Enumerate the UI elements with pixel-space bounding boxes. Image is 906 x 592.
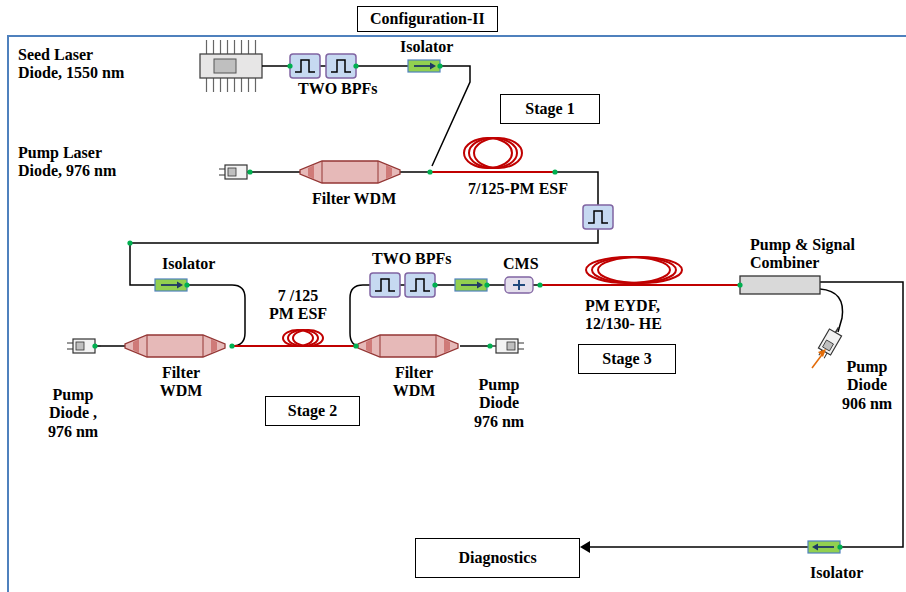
component-label: TWO BPFs: [298, 80, 378, 98]
seed-laser: [200, 40, 262, 92]
fiber-lines: [250, 171, 300, 173]
fiber-lines: [460, 345, 490, 347]
fiber-lines: [262, 65, 290, 67]
cms: [513, 280, 525, 290]
component-label: PM EYDF, 12/130- HE: [585, 297, 685, 334]
splice-dots: [92, 343, 97, 348]
component-label: Pump & Signal Combiner: [750, 236, 878, 273]
band-pass-filter: [583, 205, 613, 229]
component-label: Pump Diode 976 nm: [468, 376, 530, 431]
pointer-arrow: [818, 349, 826, 357]
component-label: CMS: [503, 255, 539, 273]
stage-label: Stage 2: [288, 402, 337, 420]
component-label: Filter WDM: [312, 190, 396, 208]
gain-fiber: [464, 138, 512, 168]
component-label: Isolator: [810, 564, 863, 582]
stage-box: Diagnostics: [415, 538, 580, 578]
splice-dots: [353, 343, 358, 348]
component-label: Isolator: [162, 255, 215, 273]
splice-dots: [537, 282, 542, 287]
gain-fiber: [592, 257, 676, 283]
cms: [505, 277, 533, 293]
splice-dots: [432, 282, 437, 287]
filter-wdm: [300, 161, 400, 183]
splice-dots: [127, 240, 132, 245]
isolator: [808, 541, 840, 553]
stage-label: Stage 1: [525, 100, 574, 118]
fiber-lines: [356, 65, 408, 67]
splice-dots: [484, 282, 489, 287]
isolator: [155, 279, 187, 291]
gain-fiber: [540, 284, 740, 286]
gain-fiber: [469, 138, 517, 168]
arrow-head: [580, 541, 590, 553]
component-label: TWO BPFs: [372, 250, 452, 268]
component-label: Seed Laser Diode, 1550 nm: [18, 46, 138, 83]
fiber-lines: [820, 282, 903, 547]
isolator: [455, 279, 487, 291]
gain-fiber: [598, 257, 682, 283]
component-label: Pump Diode 906 nm: [836, 358, 898, 413]
title-box: Configuration-II: [357, 6, 498, 32]
band-pass-filter: [326, 54, 356, 78]
splice-dots: [353, 63, 358, 68]
pump-diode: [67, 339, 101, 353]
stage-label: Stage 3: [602, 350, 651, 368]
fiber-lines: [320, 65, 326, 67]
combiner: [740, 276, 820, 294]
band-pass-filter: [370, 273, 400, 297]
component-label: 7 /125 PM ESF: [266, 287, 330, 324]
fiber-lines: [487, 284, 505, 286]
splice-dots: [837, 544, 842, 549]
band-pass-filter: [290, 54, 320, 78]
fiber-lines: [400, 171, 430, 173]
seed-laser: [200, 54, 262, 78]
pump-diode: [490, 339, 524, 353]
seed-laser: [214, 59, 236, 73]
stage-label: Diagnostics: [458, 549, 536, 567]
pump-diode: [815, 324, 844, 360]
component-label: Isolator: [400, 38, 453, 56]
splice-dots: [247, 169, 252, 174]
pump-diode: [219, 165, 253, 179]
gain-fiber: [232, 138, 740, 346]
seed-laser: [203, 40, 259, 54]
pump-diode: [490, 339, 524, 353]
gain-fiber: [293, 330, 323, 346]
outer-frame: [8, 36, 906, 592]
gain-fiber: [474, 138, 522, 168]
seed-laser: [203, 78, 259, 92]
component-label: 7/125-PM ESF: [468, 180, 568, 198]
isolator: [408, 60, 440, 72]
fiber-lines: [95, 66, 903, 547]
filter-wdm: [358, 335, 458, 357]
component-label: Pump Diode , 976 nm: [42, 386, 104, 441]
splice-dots: [427, 169, 432, 174]
splice-dots: [487, 343, 492, 348]
cms: [505, 277, 533, 293]
fiber-lines: [820, 289, 843, 332]
splice-dots: [552, 169, 557, 174]
isolator: [808, 541, 840, 553]
splice-dots: [287, 63, 292, 68]
gain-fiber: [430, 171, 555, 173]
splice-dots: [437, 63, 442, 68]
splice-dots: [737, 282, 742, 287]
splice-dots: [184, 282, 189, 287]
stage-box: Stage 1: [500, 94, 600, 124]
band-pass-filter: [405, 273, 435, 297]
component-label: Filter WDM: [153, 364, 209, 401]
splice-dots: [92, 63, 842, 549]
stage-box: Stage 3: [578, 344, 676, 374]
filter-wdm: [125, 335, 225, 357]
fiber-lines: [590, 546, 808, 548]
stage-box: Stage 2: [265, 396, 360, 426]
component-label: Pump Laser Diode, 976 nm: [18, 144, 136, 181]
fiber-lines: [435, 284, 455, 286]
fiber-lines: [350, 285, 370, 346]
splice-dots: [229, 343, 234, 348]
pump-diode: [815, 324, 844, 360]
component-label: Filter WDM: [386, 364, 442, 401]
